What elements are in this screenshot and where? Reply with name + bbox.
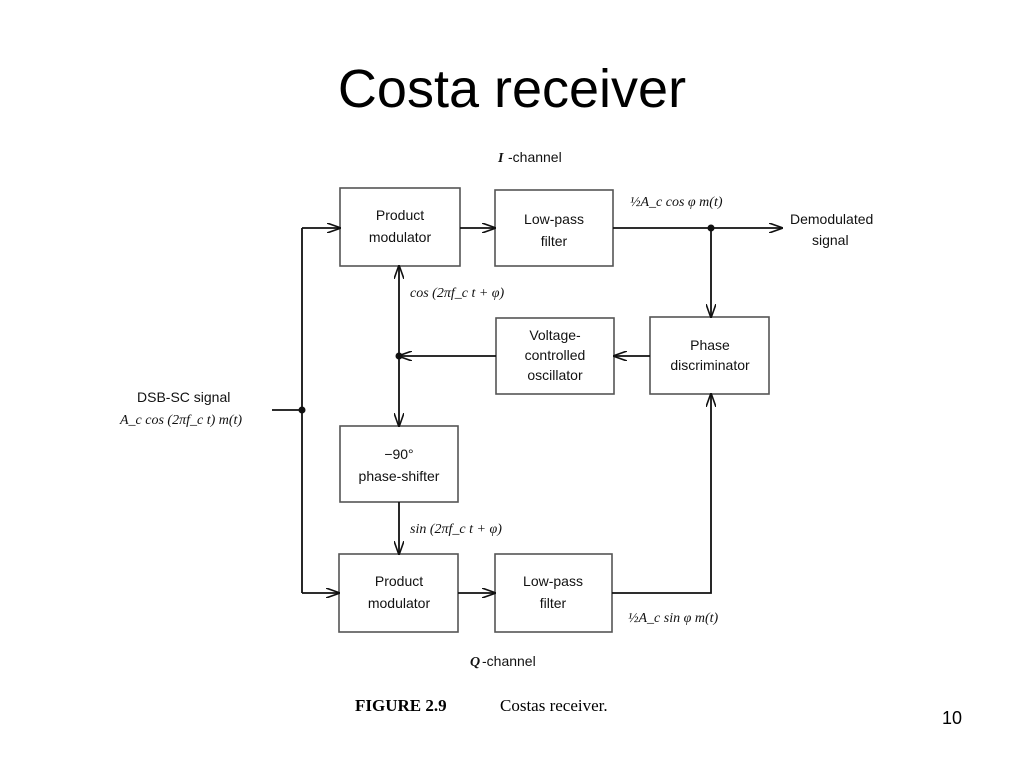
i-output-expression: ½A_c cos φ m(t) xyxy=(630,195,723,210)
lowpass-bottom-line2: filter xyxy=(540,595,567,611)
q-to-discriminator-arrow xyxy=(612,394,711,594)
lowpass-top-line2: filter xyxy=(541,233,568,249)
q-channel-letter: Q xyxy=(470,655,480,670)
figure-caption-number: FIGURE 2.9 xyxy=(355,696,447,715)
i-channel-label: -channel xyxy=(508,149,562,165)
input-signal-label: DSB-SC signal xyxy=(137,389,230,405)
product-modulator-top-block: Product modulator xyxy=(339,187,461,267)
vco-line3: oscillator xyxy=(527,367,583,383)
vco-block: Voltage- controlled oscillator xyxy=(495,317,615,395)
signal-wires xyxy=(272,225,782,594)
lowpass-top-line1: Low-pass xyxy=(524,211,584,227)
vco-cos-expression: cos (2πf_c t + φ) xyxy=(410,286,505,301)
demodulated-label-line2: signal xyxy=(812,232,849,248)
q-output-expression: ½A_c sin φ m(t) xyxy=(628,611,719,626)
shifter-sin-expression: sin (2πf_c t + φ) xyxy=(410,522,502,537)
product-modulator-top-line1: Product xyxy=(376,207,424,223)
phase-shifter-line2: phase-shifter xyxy=(359,468,440,484)
phase-shifter-block: −90° phase-shifter xyxy=(339,425,459,503)
vco-line1: Voltage- xyxy=(529,327,581,343)
q-channel-label: -channel xyxy=(482,653,536,669)
phase-discriminator-block: Phase discriminator xyxy=(649,316,770,395)
phase-discriminator-line1: Phase xyxy=(690,337,730,353)
demodulated-label-line1: Demodulated xyxy=(790,211,873,227)
lowpass-bottom-line1: Low-pass xyxy=(523,573,583,589)
vco-line2: controlled xyxy=(525,347,586,363)
slide-title: Costa receiver xyxy=(337,59,687,119)
lowpass-filter-bottom-block: Low-pass filter xyxy=(494,553,613,633)
product-modulator-top-line2: modulator xyxy=(369,229,432,245)
product-modulator-bottom-line2: modulator xyxy=(368,595,431,611)
slide-page-number: 10 xyxy=(941,708,962,728)
input-signal-expression: A_c cos (2πf_c t) m(t) xyxy=(119,413,242,428)
product-modulator-bottom-block: Product modulator xyxy=(338,553,459,633)
lowpass-filter-top-block: Low-pass filter xyxy=(494,189,614,267)
figure-caption-text: Costas receiver. xyxy=(500,696,608,715)
product-modulator-bottom-line1: Product xyxy=(375,573,423,589)
phase-discriminator-line2: discriminator xyxy=(670,357,750,373)
i-channel-letter: I xyxy=(497,151,504,166)
phase-shifter-line1: −90° xyxy=(384,446,413,462)
